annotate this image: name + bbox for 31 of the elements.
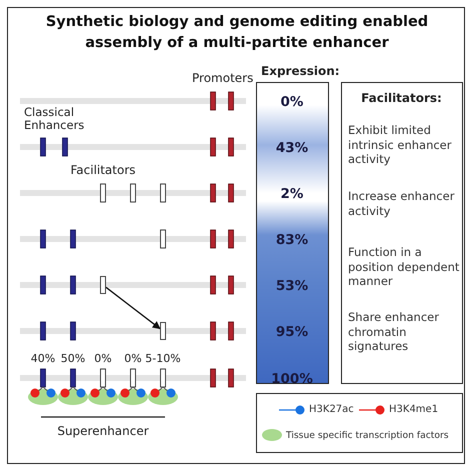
expression-value: 43% [274, 139, 310, 157]
label: Promoters [192, 71, 254, 85]
label: Superenhancer [57, 424, 149, 438]
text-panel [341, 82, 463, 384]
legend-label: Tissue specific transcription factors [286, 430, 449, 440]
expression-value: 83% [274, 231, 310, 249]
percent-label: 40% [30, 352, 56, 366]
label: Facilitators [70, 163, 136, 177]
label: Classical Enhancers [24, 106, 86, 132]
facilitator-mark [160, 322, 166, 340]
arrow [106, 286, 161, 330]
description-text: Exhibit limited intrinsic enhancer activity [348, 123, 452, 166]
description-text: Share enhancer chromatin signatures [348, 310, 440, 354]
legend-label: H3K27ac [309, 404, 354, 415]
expression-value: 0% [280, 93, 304, 111]
description-text: Increase enhancer activity [348, 189, 456, 218]
diagram-title: Synthetic biology and genome editing enabled assembly of a multi-partite enhancer [44, 13, 430, 53]
description-text: Function in a position dependent manner [348, 245, 460, 288]
expression-value: 2% [280, 185, 304, 203]
panel-heading: Facilitators: [360, 91, 443, 106]
legend-label: H3K4me1 [389, 404, 438, 415]
percent-label: 50% [60, 352, 86, 366]
facilitator-mark [100, 276, 106, 294]
expression-value: 100% [270, 370, 314, 388]
heading: Expression: [261, 64, 340, 78]
expression-value: 95% [274, 323, 310, 341]
percent-label: 0% [94, 352, 112, 366]
percent-label: 0% [124, 352, 142, 366]
percent-label: 5-10% [145, 352, 181, 366]
expression-value: 53% [274, 277, 310, 295]
expression-gradient-bar [256, 82, 329, 384]
